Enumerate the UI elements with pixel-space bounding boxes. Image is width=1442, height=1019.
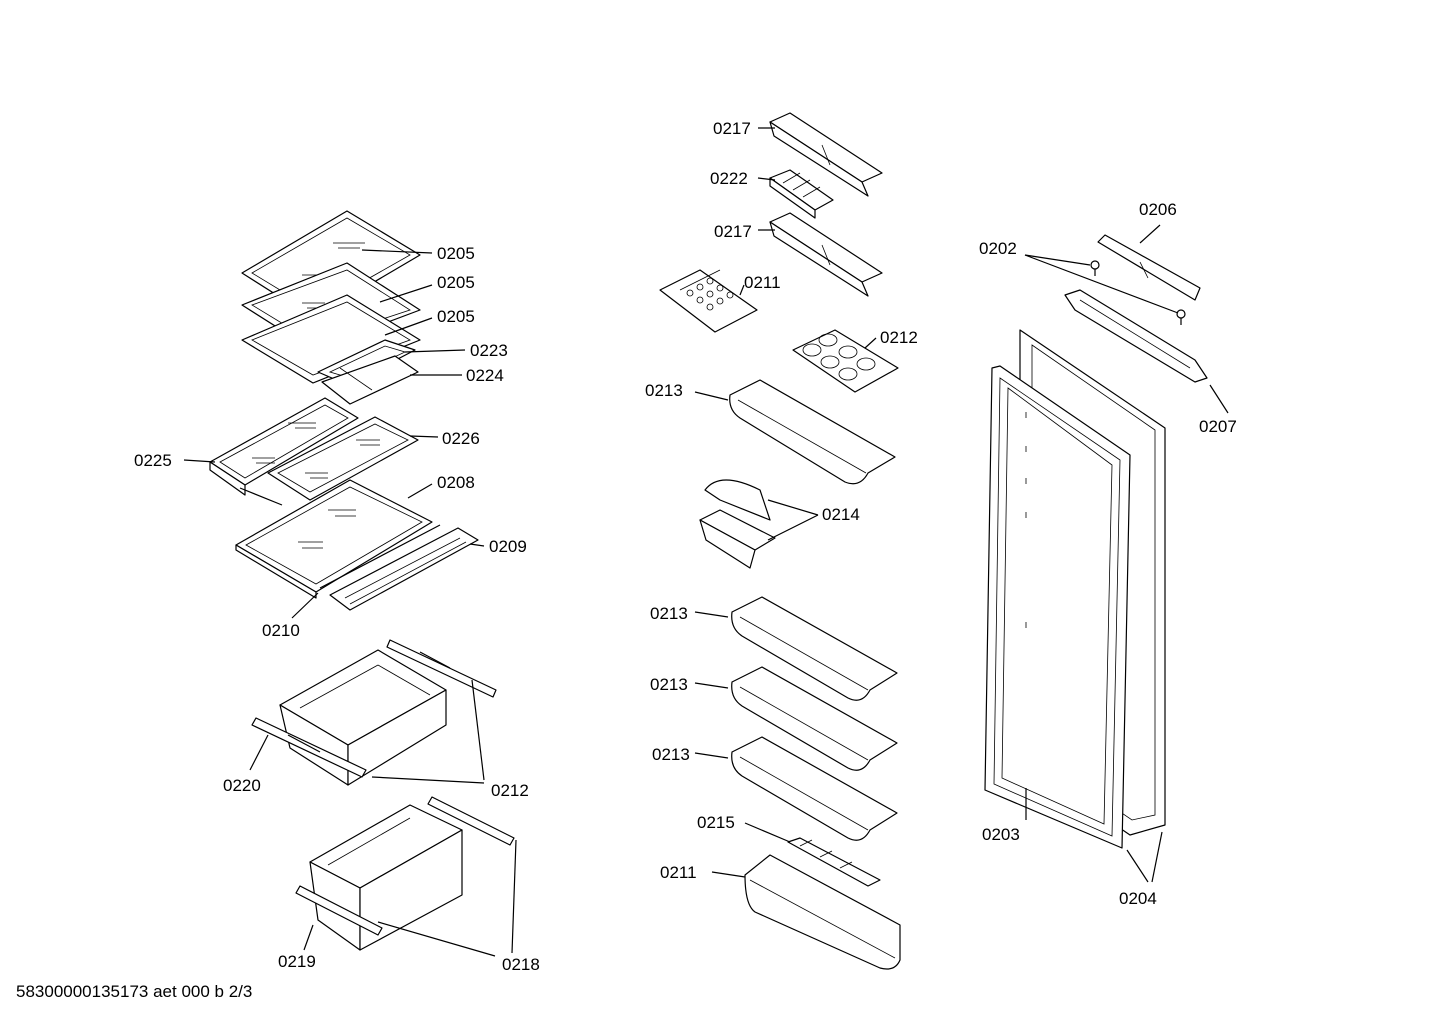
hinge-bracket-0207 [1064, 289, 1208, 383]
bin-insert-0215 [787, 837, 881, 887]
label-0205-c: 0205 [437, 307, 475, 326]
crisper-drawer-0219 [309, 804, 463, 951]
label-0217-a: 0217 [713, 119, 751, 138]
label-0213-b: 0213 [650, 604, 688, 623]
label-0214: 0214 [822, 505, 860, 524]
door-gasket-0204 [984, 365, 1131, 849]
label-0209: 0209 [489, 537, 527, 556]
door-bin-0213-b [731, 596, 898, 701]
label-0212-b: 0212 [880, 328, 918, 347]
glass-shelf-0208 [235, 479, 433, 599]
label-0225: 0225 [134, 451, 172, 470]
glass-shelf-0205-bottom [241, 294, 421, 384]
label-0206: 0206 [1139, 200, 1177, 219]
label-0220: 0220 [223, 776, 261, 795]
label-0203: 0203 [982, 825, 1020, 844]
label-0208: 0208 [437, 473, 475, 492]
label-0213-d: 0213 [652, 745, 690, 764]
door-bin-0213-d [731, 736, 898, 841]
crisper-drawer-0220 [279, 649, 447, 786]
bottle-guard-0217-lower [769, 212, 883, 297]
label-0217-b: 0217 [714, 222, 752, 241]
vent-grille-0209 [319, 524, 479, 611]
label-0210: 0210 [262, 621, 300, 640]
label-0219: 0219 [278, 952, 316, 971]
ice-tray-0211 [659, 269, 758, 333]
label-0207: 0207 [1199, 417, 1237, 436]
drawing-reference-footer: 58300000135173 aet 000 b 2/3 [16, 982, 253, 1001]
label-0211-a: 0211 [744, 273, 781, 292]
drawer-rails-0218 [295, 796, 515, 936]
door-trim-0206 [1097, 234, 1201, 301]
bottle-guard-0217-top [769, 112, 883, 197]
label-0204: 0204 [1119, 889, 1157, 908]
label-0226: 0226 [442, 429, 480, 448]
screws-0202 [1090, 260, 1186, 325]
label-0218: 0218 [502, 955, 540, 974]
split-shelf-0226 [267, 416, 419, 501]
label-0222: 0222 [710, 169, 748, 188]
leader-lines [183, 127, 1229, 957]
door-bin-0213-top [729, 379, 896, 485]
label-0212-a: 0212 [491, 781, 529, 800]
label-0205-b: 0205 [437, 273, 475, 292]
callout-labels: 0205 0205 0205 0223 0224 0225 0226 0208 … [134, 119, 1237, 974]
label-0215: 0215 [697, 813, 735, 832]
label-0205-a: 0205 [437, 244, 475, 263]
door-bin-0211-bottom [744, 854, 901, 970]
label-0211-b: 0211 [660, 863, 697, 882]
label-0213-a: 0213 [645, 381, 683, 400]
label-0202: 0202 [979, 239, 1017, 258]
door-bin-0213-c [731, 666, 898, 771]
butter-dish-0214 [699, 479, 776, 569]
egg-tray-0212 [792, 329, 899, 393]
drawer-rails-0212 [251, 639, 497, 778]
egg-divider-0222 [769, 169, 834, 219]
label-0224: 0224 [466, 366, 504, 385]
split-shelf-0225 [209, 397, 359, 506]
label-0213-c: 0213 [650, 675, 688, 694]
label-0223: 0223 [470, 341, 508, 360]
